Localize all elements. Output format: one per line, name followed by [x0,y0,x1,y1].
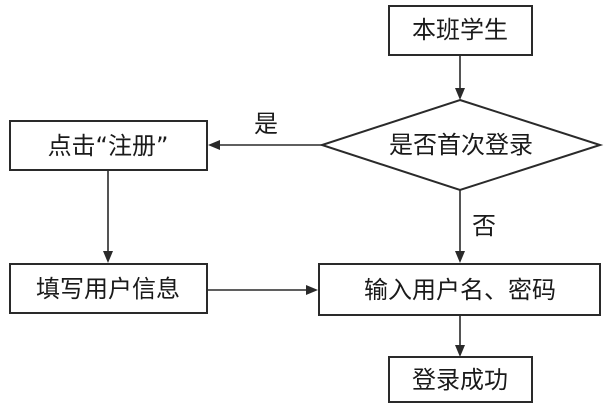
node-decision: 是否首次登录 [318,98,604,192]
node-input-credentials-label: 输入用户名、密码 [364,276,556,304]
node-fill-info-label: 填写用户信息 [36,275,180,303]
node-decision-label: 是否首次登录 [389,131,533,159]
node-input-credentials: 输入用户名、密码 [318,263,601,316]
edge-no-label: 否 [472,212,496,240]
connector-fill-info-to-input [207,285,318,295]
connector-decision-to-input [455,190,465,263]
node-start: 本班学生 [388,5,533,56]
connector-register-to-fill-info [103,170,113,263]
node-register: 点击“注册” [9,120,208,171]
connector-decision-to-register [208,140,322,150]
edge-yes-label: 是 [254,110,278,138]
node-fill-info: 填写用户信息 [9,263,208,314]
node-success-label: 登录成功 [412,366,508,394]
connector-start-to-decision [455,55,465,100]
node-register-label: 点击“注册” [48,132,169,160]
node-start-label: 本班学生 [412,16,508,44]
connector-input-to-success [455,315,465,357]
node-success: 登录成功 [388,356,533,403]
